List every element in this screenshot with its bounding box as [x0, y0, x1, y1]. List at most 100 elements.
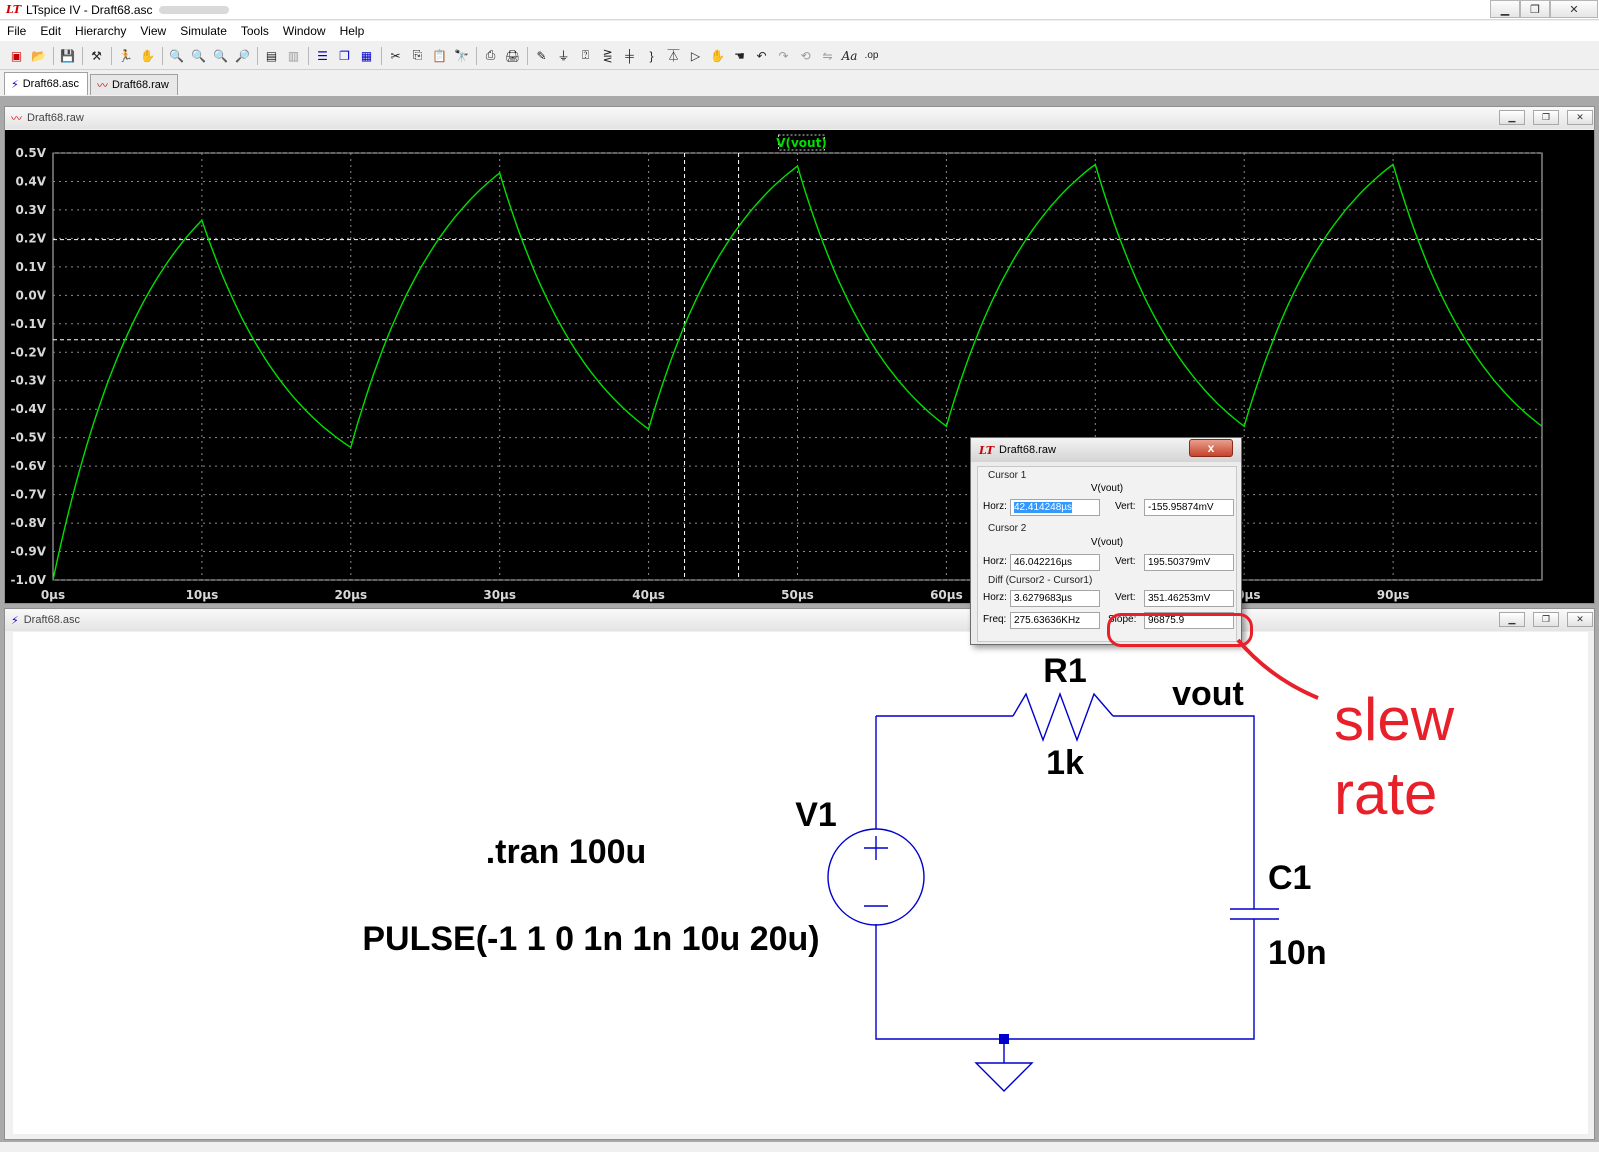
ground-icon[interactable]: ⏚	[557, 49, 570, 63]
diode-icon[interactable]: ⏄	[667, 49, 680, 63]
label-net-icon[interactable]: ⍰	[581, 48, 590, 62]
print-setup-icon[interactable]: ⎙	[485, 48, 496, 62]
x-tick-label: 90µs	[1377, 588, 1410, 602]
zoom-in-icon[interactable]: 🔍	[169, 48, 184, 63]
annotation-text-slew: slew	[1334, 686, 1455, 753]
autorange-icon[interactable]: ▤	[265, 48, 278, 63]
wire[interactable]	[1113, 715, 1255, 891]
trace-vout	[52, 163, 1543, 581]
paste-icon[interactable]: 📋	[432, 48, 447, 63]
y-tick-label: -0.7V	[10, 488, 46, 502]
capacitor-icon[interactable]: ╪	[625, 48, 634, 63]
cursor2-label: Cursor 2	[988, 523, 1027, 534]
cursor2-horz-field[interactable]: 46.042216µs	[1010, 554, 1100, 571]
c1-value: 10n	[1268, 934, 1327, 972]
control-panel-icon[interactable]: ⚒	[91, 48, 102, 63]
run-icon[interactable]: 🏃	[118, 48, 133, 63]
diff-horz-field[interactable]: 3.6279683µs	[1010, 590, 1100, 607]
ltspice-logo-icon: LT	[979, 443, 995, 457]
resistor-icon[interactable]: ⋛	[602, 48, 613, 63]
copy-icon[interactable]: ⎘	[412, 48, 423, 62]
inductor-icon[interactable]: }	[649, 48, 654, 63]
print-icon[interactable]: 🖨	[504, 48, 521, 63]
y-tick-label: 0.5V	[15, 146, 46, 160]
move-icon[interactable]: ✋	[710, 48, 725, 63]
halt-icon[interactable]: ✋	[140, 48, 155, 63]
c1-name: C1	[1268, 859, 1311, 897]
minimize-button[interactable]: ▁	[1499, 612, 1525, 627]
tile-vertical-icon[interactable]: ▦	[360, 48, 373, 63]
waveform-window-title: Draft68.raw	[27, 112, 84, 124]
waveform-window-caption: 〰 Draft68.raw	[5, 107, 1594, 129]
restore-button[interactable]: ❐	[1533, 612, 1559, 627]
y-tick-label: 0.3V	[15, 203, 46, 217]
trace-label-box	[778, 134, 825, 151]
schematic-drawing[interactable]: R1 1k vout V1 C1 10n .tran 100u PULSE(-1…	[13, 632, 1588, 1134]
menu-help[interactable]: Help	[339, 24, 365, 38]
spice-directive[interactable]: .tran 100u	[486, 833, 647, 871]
mirror-icon[interactable]: ⇋	[822, 48, 833, 63]
undo-icon[interactable]: ↶	[756, 48, 767, 63]
wire[interactable]	[875, 919, 1255, 1040]
diff-label: Diff (Cursor2 - Cursor1)	[988, 575, 1093, 586]
ground-symbol[interactable]	[974, 1062, 1034, 1092]
text-icon[interactable]: Aa	[841, 48, 858, 63]
dialog-body: Cursor 1 V(vout) Horz: 42.414248µs Vert:…	[977, 466, 1237, 642]
x-tick-label: 50µs	[781, 588, 814, 602]
cursor1-horz-field[interactable]: 42.414248µs	[1010, 499, 1100, 516]
close-button[interactable]: ✕	[1550, 0, 1598, 18]
restore-button[interactable]: ❐	[1520, 0, 1550, 18]
zoom-out-icon[interactable]: 🔍	[213, 48, 228, 63]
restore-button[interactable]: ❐	[1533, 110, 1559, 125]
menu-view[interactable]: View	[140, 24, 167, 38]
voltage-source-v1[interactable]	[827, 828, 925, 926]
y-tick-label: 0.2V	[15, 231, 46, 245]
rotate-icon[interactable]: ⟲	[800, 48, 811, 63]
redo-icon[interactable]: ↷	[778, 48, 789, 63]
zoom-fit-icon[interactable]: 🔎	[235, 48, 250, 63]
window-controls: ▁ ❐ ✕	[1490, 0, 1598, 18]
tab-draft68-asc[interactable]: ⚡ Draft68.asc	[4, 72, 88, 95]
wire-icon[interactable]: ✎	[536, 48, 547, 63]
cascade-icon[interactable]: ❐	[339, 48, 350, 63]
delete-trace-icon[interactable]: ▥	[287, 48, 300, 63]
minimize-button[interactable]: ▁	[1490, 0, 1520, 18]
find-icon[interactable]: 🔭	[454, 48, 469, 63]
component-icon[interactable]: ▷	[690, 48, 701, 63]
resistor-r1[interactable]	[1012, 691, 1114, 743]
close-button[interactable]: ✕	[1567, 612, 1593, 627]
source-value[interactable]: PULSE(-1 1 0 1n 1n 10u 20u)	[362, 920, 819, 958]
new-schematic-icon[interactable]: ▣	[10, 48, 23, 63]
drag-icon[interactable]: ☚	[734, 48, 745, 63]
tile-horizontal-icon[interactable]: ☰	[317, 48, 328, 63]
diff-slope-field[interactable]: 96875.9	[1144, 612, 1234, 629]
diff-freq-field[interactable]: 275.63636KHz	[1010, 612, 1100, 629]
diff-vert-field[interactable]: 351.46253mV	[1144, 590, 1234, 607]
x-tick-label: 60µs	[930, 588, 963, 602]
y-tick-label: -0.5V	[10, 431, 46, 445]
menu-file[interactable]: File	[7, 24, 27, 38]
cursor2-vert-field[interactable]: 195.50379mV	[1144, 554, 1234, 571]
tab-draft68-raw[interactable]: 〰 Draft68.raw	[89, 74, 178, 95]
pan-icon[interactable]: 🔍	[191, 48, 206, 63]
menu-tools[interactable]: Tools	[240, 24, 269, 38]
menu-window[interactable]: Window	[282, 24, 326, 38]
menu-hierarchy[interactable]: Hierarchy	[75, 24, 127, 38]
schematic-canvas[interactable]: R1 1k vout V1 C1 10n .tran 100u PULSE(-1…	[13, 632, 1588, 1134]
cut-icon[interactable]: ✂	[390, 48, 401, 63]
waveform-plot[interactable]: 0.5V0.4V0.3V0.2V0.1V0.0V-0.1V-0.2V-0.3V-…	[5, 130, 1594, 603]
close-button[interactable]: ✕	[1567, 110, 1593, 125]
cursor1-vert-field[interactable]: -155.95874mV	[1144, 499, 1234, 516]
minimize-button[interactable]: ▁	[1499, 110, 1525, 125]
spice-directive-icon[interactable]: .op	[864, 50, 879, 61]
y-tick-label: -1.0V	[10, 573, 46, 587]
save-icon[interactable]: 💾	[60, 48, 75, 63]
menu-simulate[interactable]: Simulate	[180, 24, 227, 38]
menu-edit[interactable]: Edit	[40, 24, 62, 38]
toolbar-separator	[378, 45, 384, 66]
open-icon[interactable]: 📂	[31, 48, 46, 63]
dialog-close-button[interactable]: x	[1189, 439, 1233, 457]
toolbar: ▣ 📂 💾 ⚒ 🏃 ✋ 🔍 🔍 🔍 🔎 ▤ ▥ ☰ ❐ ▦ ✂ ⎘ 📋 🔭 ⎙ …	[0, 42, 1599, 70]
